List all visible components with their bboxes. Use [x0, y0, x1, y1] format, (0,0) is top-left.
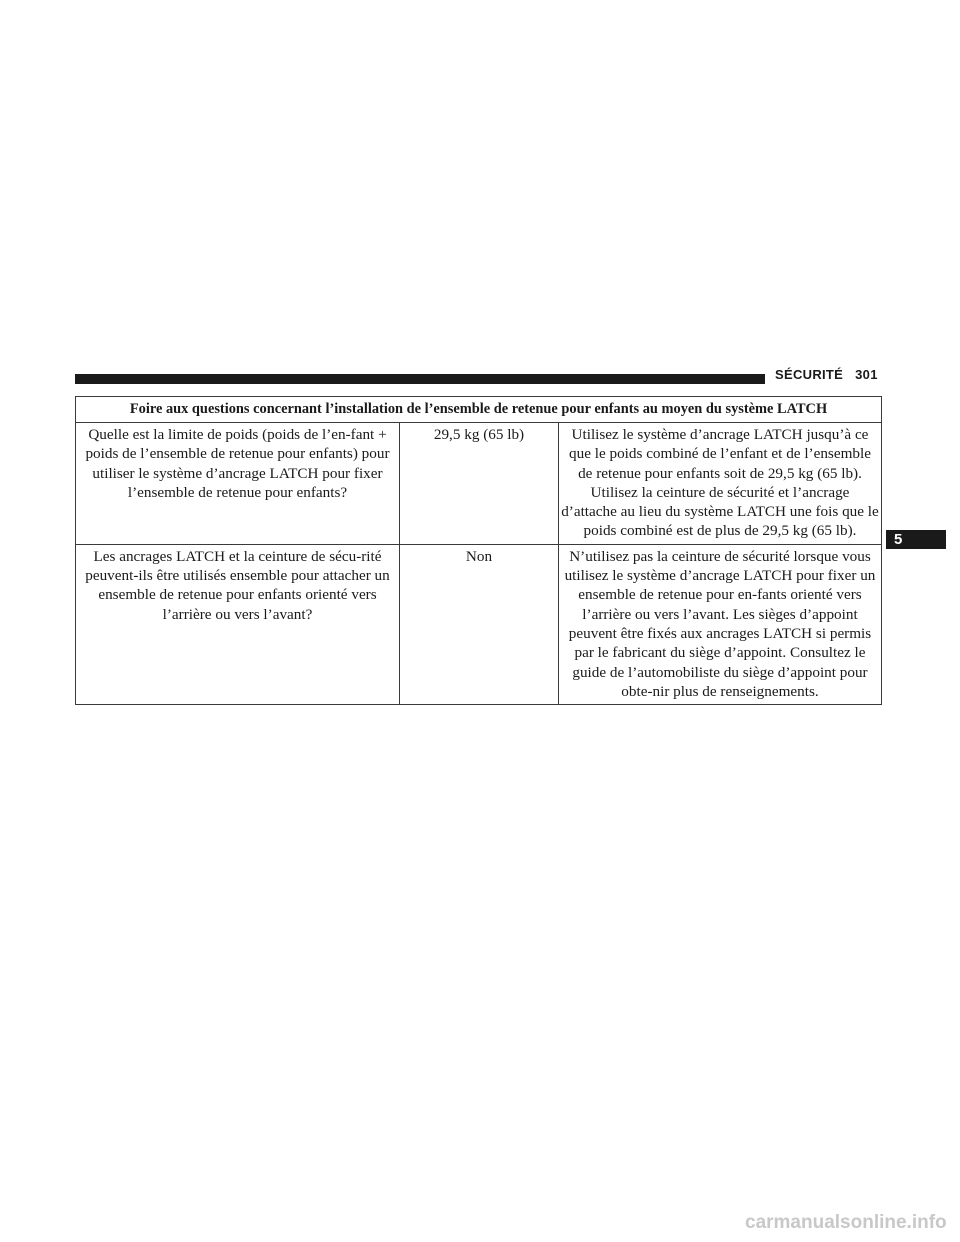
section-title: SÉCURITÉ: [775, 367, 844, 382]
question-cell: Les ancrages LATCH et la ceinture de séc…: [75, 543, 400, 706]
table-row: Quelle est la limite de poids (poids de …: [75, 422, 883, 545]
note-cell: Utilisez le système d’ancrage LATCH jusq…: [557, 422, 883, 545]
watermark: carmanualsonline.info: [745, 1212, 947, 1233]
header-rule: [75, 374, 765, 384]
running-header: SÉCURITÉ 301: [775, 367, 878, 382]
table-row: Les ancrages LATCH et la ceinture de séc…: [75, 543, 883, 706]
latch-faq-table: Foire aux questions concernant l’install…: [75, 396, 883, 706]
note-cell: N’utilisez pas la ceinture de sécurité l…: [557, 543, 883, 706]
page-number: 301: [855, 367, 878, 382]
answer-cell: Non: [399, 543, 559, 706]
answer-cell: 29,5 kg (65 lb): [399, 422, 559, 545]
table-title: Foire aux questions concernant l’install…: [75, 396, 882, 423]
question-cell: Quelle est la limite de poids (poids de …: [75, 422, 400, 545]
chapter-tab: 5: [886, 530, 946, 549]
table-title-row: Foire aux questions concernant l’install…: [75, 396, 882, 423]
